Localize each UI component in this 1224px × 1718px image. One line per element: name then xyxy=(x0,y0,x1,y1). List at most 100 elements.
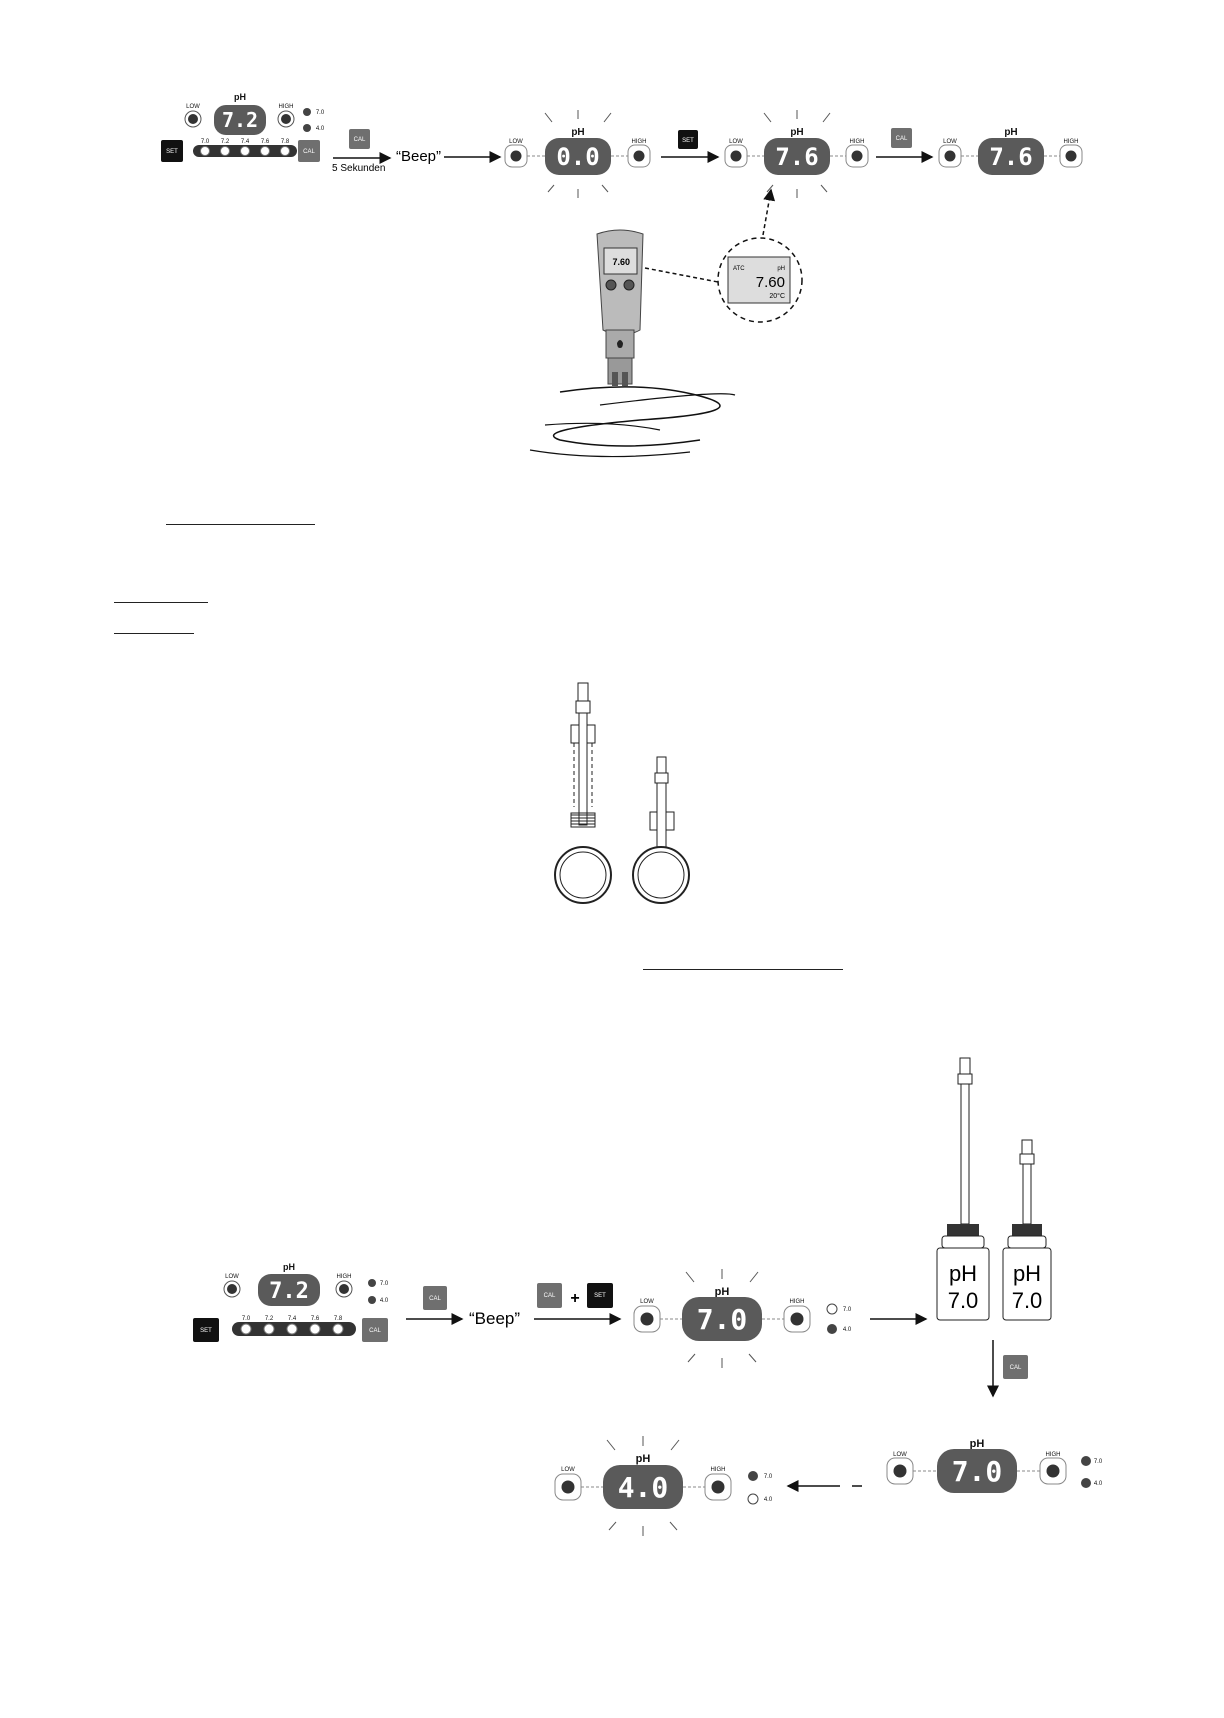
svg-text:SET: SET xyxy=(166,149,178,155)
cal-button[interactable] xyxy=(362,1318,388,1342)
display-value: 7.6 xyxy=(775,143,818,171)
cal-button xyxy=(891,128,912,148)
svg-text:pH: pH xyxy=(283,1262,295,1272)
svg-text:pH: pH xyxy=(1004,127,1017,138)
ph-unit-b: LOW pH 7.6 HIGH xyxy=(724,110,869,198)
svg-text:7.0: 7.0 xyxy=(843,1307,852,1313)
svg-text:CAL: CAL xyxy=(896,136,908,142)
svg-text:7.0: 7.0 xyxy=(1094,1459,1103,1465)
svg-text:pH: pH xyxy=(949,1261,977,1286)
svg-text:LOW: LOW xyxy=(893,1452,907,1458)
ph-label: pH xyxy=(234,92,246,102)
display-value: 7.2 xyxy=(222,108,258,132)
screen-temp: 20°C xyxy=(769,292,785,300)
set-button xyxy=(678,130,698,149)
svg-text:HIGH: HIGH xyxy=(1064,139,1079,145)
ph-unit-c: LOW pH 7.6 HIGH xyxy=(938,127,1083,175)
cal-button xyxy=(537,1283,562,1308)
svg-text:LOW: LOW xyxy=(509,139,523,145)
heading-underline xyxy=(114,602,208,603)
svg-text:pH: pH xyxy=(571,127,584,138)
beep-label: “Beep” xyxy=(396,148,441,165)
ph-unit-d: LOW pH 7.0 HIGH 7.0 4.0 xyxy=(633,1269,852,1368)
svg-text:CAL: CAL xyxy=(429,1296,441,1302)
svg-text:7.0: 7.0 xyxy=(201,139,210,145)
svg-text:7.6: 7.6 xyxy=(311,1316,320,1322)
svg-text:4.0: 4.0 xyxy=(764,1497,773,1503)
svg-text:7.0: 7.0 xyxy=(764,1474,773,1480)
svg-text:7.0: 7.0 xyxy=(948,1288,979,1313)
display-value: 7.0 xyxy=(952,1455,1003,1488)
heading-underline xyxy=(114,633,194,634)
svg-text:pH: pH xyxy=(777,266,785,272)
display-value: 7.2 xyxy=(269,1279,309,1304)
buffer-bottles: pH 7.0 pH 7.0 xyxy=(936,1057,1052,1321)
cal-button xyxy=(423,1286,447,1310)
sequence-diagram-top: LOW pH 7.2 HIGH 7.0 4.0 SET 7.0 7.2 7.4 … xyxy=(161,92,1083,458)
display-value: 0.0 xyxy=(556,143,599,171)
svg-text:7.0: 7.0 xyxy=(316,110,325,116)
set-button[interactable] xyxy=(193,1318,219,1342)
svg-text:LOW: LOW xyxy=(561,1467,575,1473)
display-value: 7.6 xyxy=(989,143,1032,171)
svg-text:pH: pH xyxy=(970,1438,985,1450)
screen-value: 7.60 xyxy=(756,274,785,291)
display-value: 7.0 xyxy=(697,1303,748,1336)
svg-text:7.8: 7.8 xyxy=(334,1316,343,1322)
svg-text:7.8: 7.8 xyxy=(281,139,290,145)
ph-unit-e: LOW pH 4.0 HIGH 7.0 4.0 xyxy=(554,1436,773,1536)
svg-text:4.0: 4.0 xyxy=(1094,1481,1103,1487)
svg-text:CAL: CAL xyxy=(354,137,366,143)
low-label: LOW xyxy=(186,104,200,110)
svg-text:SET: SET xyxy=(200,1328,212,1334)
svg-text:7.0: 7.0 xyxy=(380,1281,389,1287)
ph-tester-illustration: 7.60 xyxy=(529,229,736,458)
svg-text:CAL: CAL xyxy=(1010,1365,1022,1371)
svg-text:4.0: 4.0 xyxy=(843,1327,852,1333)
cal-button[interactable] xyxy=(298,140,320,162)
ph-display xyxy=(214,105,266,135)
plus-sign: + xyxy=(570,1290,579,1307)
svg-text:LOW: LOW xyxy=(729,139,743,145)
beep-label: “Beep” xyxy=(469,1309,520,1328)
svg-text:7.4: 7.4 xyxy=(288,1316,297,1322)
set-button[interactable] xyxy=(161,140,183,162)
cal-button xyxy=(349,129,370,149)
sequence-diagram-bottom: LOW pH 7.2 HIGH 7.0 4.0 SET 7.0 7.2 7.4 … xyxy=(193,1057,1103,1536)
high-label: HIGH xyxy=(279,104,294,110)
svg-text:pH: pH xyxy=(1013,1261,1041,1286)
heading-underline xyxy=(166,524,315,525)
set-button xyxy=(587,1283,613,1308)
electrode-illustration xyxy=(554,682,690,904)
svg-text:CAL: CAL xyxy=(369,1328,381,1334)
duration-label: 5 Sekunden xyxy=(332,163,385,174)
ph-unit-a: LOW pH 0.0 HIGH xyxy=(504,110,651,198)
atc-label: ATC xyxy=(733,266,745,272)
svg-text:CAL: CAL xyxy=(303,149,315,155)
svg-text:LOW: LOW xyxy=(640,1299,654,1305)
svg-text:7.0: 7.0 xyxy=(242,1316,251,1322)
svg-text:HIGH: HIGH xyxy=(632,139,647,145)
svg-text:HIGH: HIGH xyxy=(850,139,865,145)
svg-text:LOW: LOW xyxy=(225,1274,239,1280)
svg-text:7.2: 7.2 xyxy=(265,1316,274,1322)
svg-text:SET: SET xyxy=(594,1293,606,1299)
svg-text:HIGH: HIGH xyxy=(337,1274,352,1280)
svg-text:SET: SET xyxy=(682,138,694,144)
ph-unit-f: LOW pH 7.0 HIGH 7.0 4.0 xyxy=(886,1438,1103,1493)
svg-text:HIGH: HIGH xyxy=(1046,1452,1061,1458)
control-panel: LOW pH 7.2 HIGH 7.0 4.0 SET 7.0 7.2 7.4 … xyxy=(193,1262,389,1342)
svg-text:pH: pH xyxy=(790,127,803,138)
control-panel: LOW pH 7.2 HIGH 7.0 4.0 SET 7.0 7.2 7.4 … xyxy=(161,92,325,162)
heading-underline xyxy=(643,969,843,970)
svg-text:HIGH: HIGH xyxy=(711,1467,726,1473)
cal-button xyxy=(1003,1355,1028,1379)
svg-text:7.6: 7.6 xyxy=(261,139,270,145)
svg-text:CAL: CAL xyxy=(544,1293,556,1299)
display-value: 4.0 xyxy=(618,1471,669,1504)
svg-text:LOW: LOW xyxy=(943,139,957,145)
svg-text:7.4: 7.4 xyxy=(241,139,250,145)
svg-text:7.2: 7.2 xyxy=(221,139,230,145)
svg-text:4.0: 4.0 xyxy=(316,126,325,132)
svg-text:HIGH: HIGH xyxy=(790,1299,805,1305)
